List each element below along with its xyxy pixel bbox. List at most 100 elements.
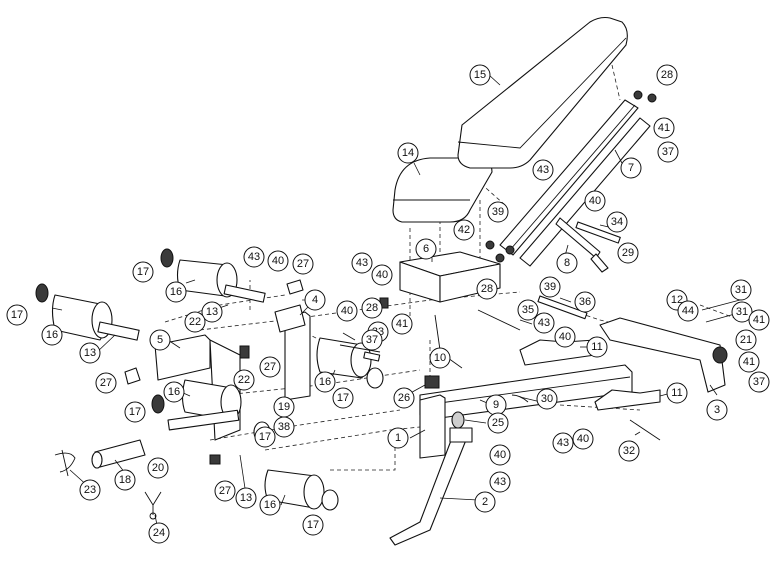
callout-label: 31 [735, 284, 747, 296]
callout-circle [748, 371, 770, 393]
callout-40: 40 [489, 444, 511, 466]
callout-label: 16 [168, 386, 180, 398]
callout-circle [393, 387, 415, 409]
callout-label: 4 [312, 294, 318, 306]
callout-circle [677, 300, 699, 322]
callout-label: 23 [84, 484, 96, 496]
callout-43: 43 [351, 252, 373, 274]
callout-label: 17 [137, 266, 149, 278]
callout-circle [149, 329, 171, 351]
rollers-28-top [633, 90, 657, 103]
callout-circle [243, 246, 265, 268]
callout-circle [114, 469, 136, 491]
cap-27-d [209, 454, 221, 465]
callout-circle [184, 311, 206, 333]
wheel-21 [712, 346, 728, 364]
callout-label: 1 [395, 432, 401, 444]
callout-circle [554, 326, 576, 348]
callout-4: 4 [304, 289, 326, 311]
callout-label: 40 [272, 255, 284, 267]
foam-roller-upper-center [176, 259, 266, 303]
leg-holder-post [274, 304, 311, 401]
callout-circle [304, 289, 326, 311]
bolt-36 [537, 295, 588, 320]
callout-label: 30 [541, 393, 553, 405]
callout-17: 17 [254, 426, 276, 448]
callout-circle [453, 219, 475, 241]
callout-8: 8 [556, 252, 578, 274]
callout-label: 24 [153, 527, 165, 539]
callout-label: 13 [240, 492, 252, 504]
callout-label: 8 [564, 257, 570, 269]
foam-roller-upper-left [51, 294, 140, 341]
callout-25: 25 [487, 412, 509, 434]
callout-circle [487, 201, 509, 223]
callout-22: 22 [233, 369, 255, 391]
callout-circle [163, 381, 185, 403]
callout-circle [656, 64, 678, 86]
callout-label: 17 [337, 392, 349, 404]
callout-29: 29 [617, 242, 639, 264]
callout-circle [201, 301, 223, 323]
callout-label: 40 [577, 433, 589, 445]
callout-17: 17 [302, 514, 324, 536]
callout-16: 16 [259, 494, 281, 516]
callout-20: 20 [147, 457, 169, 479]
callout-16: 16 [163, 381, 185, 403]
callout-label: 29 [622, 247, 634, 259]
callout-11: 11 [666, 382, 688, 404]
callout-circle [336, 300, 358, 322]
callout-circle [552, 432, 574, 454]
callout-41: 41 [738, 351, 760, 373]
callout-27: 27 [95, 372, 117, 394]
callout-label: 40 [376, 269, 388, 281]
callout-label: 34 [611, 216, 623, 228]
callout-label: 36 [579, 296, 591, 308]
foam-roller-center [316, 337, 381, 379]
lock-pin [144, 491, 162, 520]
callout-label: 27 [100, 377, 112, 389]
callout-label: 32 [623, 445, 635, 457]
callout-circle [397, 142, 419, 164]
callout-42: 42 [453, 219, 475, 241]
callout-circle [273, 416, 295, 438]
callout-label: 44 [682, 305, 694, 317]
callout-40: 40 [371, 264, 393, 286]
callout-label: 16 [46, 329, 58, 341]
callout-circle [214, 480, 236, 502]
callout-17: 17 [132, 261, 154, 283]
callout-18: 18 [114, 469, 136, 491]
callout-circle [391, 313, 413, 335]
callout-circle [165, 281, 187, 303]
callout-label: 16 [264, 499, 276, 511]
callout-27: 27 [292, 253, 314, 275]
callout-label: 25 [492, 417, 504, 429]
callout-circle [666, 382, 688, 404]
callout-label: 41 [658, 122, 670, 134]
callout-40: 40 [584, 190, 606, 212]
callout-40: 40 [572, 428, 594, 450]
callout-label: 17 [129, 406, 141, 418]
callout-circle [429, 347, 451, 369]
callout-label: 15 [474, 69, 486, 81]
callout-15: 15 [469, 64, 491, 86]
callout-28: 28 [361, 297, 383, 319]
front-post [419, 394, 446, 459]
callout-9: 9 [485, 394, 507, 416]
end-cap-6 [321, 489, 339, 511]
foam-roller-lower-left [167, 379, 242, 431]
callout-36: 36 [574, 291, 596, 313]
spring-clip [54, 449, 76, 477]
callout-label: 12 [671, 294, 683, 306]
callout-label: 41 [396, 318, 408, 330]
callout-circle [584, 190, 606, 212]
callout-circle [476, 278, 498, 300]
callout-39: 39 [487, 201, 509, 223]
callout-circle [606, 211, 628, 233]
callout-circle [314, 371, 336, 393]
callout-label: 28 [366, 302, 378, 314]
callout-16: 16 [165, 281, 187, 303]
callout-label: 21 [740, 334, 752, 346]
callout-circle [706, 399, 728, 421]
callout-label: 17 [307, 519, 319, 531]
